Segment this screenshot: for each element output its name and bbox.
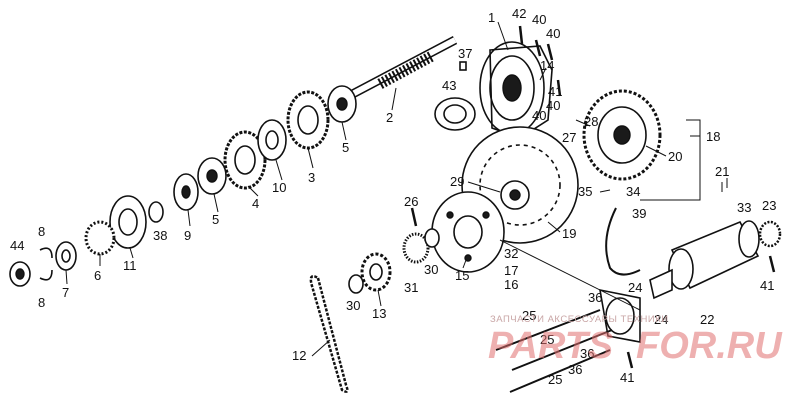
callout-5-lower: 5 bbox=[212, 212, 219, 227]
sprocket bbox=[360, 252, 392, 292]
callout-labels: 1 2 3 4 5 5 6 7 8 8 9 10 11 12 13 14 15 … bbox=[10, 6, 776, 387]
callout-30-b: 30 bbox=[346, 298, 360, 313]
callout-10: 10 bbox=[272, 180, 286, 195]
bearing bbox=[434, 97, 476, 131]
hub bbox=[431, 191, 505, 273]
callout-23: 23 bbox=[762, 198, 776, 213]
watermark-logo-left: PARTS bbox=[488, 325, 613, 367]
needle-bearing bbox=[402, 232, 430, 264]
callout-34: 34 bbox=[626, 184, 640, 199]
watermark: ЗАПЧАСТИ АКСЕССУАРЫ ТЕХНИКИ PARTS FOR.RU bbox=[488, 314, 783, 367]
watermark-tagline: ЗАПЧАСТИ АКСЕССУАРЫ ТЕХНИКИ bbox=[490, 314, 669, 325]
callout-37: 37 bbox=[458, 46, 472, 61]
callout-24-b: 24 bbox=[654, 312, 668, 327]
callout-16: 16 bbox=[504, 277, 518, 292]
starter-motor bbox=[649, 220, 760, 300]
callout-9: 9 bbox=[184, 228, 191, 243]
spring-6 bbox=[84, 220, 116, 256]
pin-37 bbox=[459, 61, 467, 71]
watermark-logo-right: FOR.RU bbox=[636, 325, 783, 367]
callout-4: 4 bbox=[252, 196, 259, 211]
callout-38: 38 bbox=[153, 228, 167, 243]
callout-39: 39 bbox=[632, 206, 646, 221]
end-cover bbox=[599, 288, 641, 343]
callout-1: 1 bbox=[488, 10, 495, 25]
callout-3: 3 bbox=[308, 170, 315, 185]
callout-13: 13 bbox=[372, 306, 386, 321]
main-shaft bbox=[342, 36, 458, 102]
callout-17: 17 bbox=[504, 263, 518, 278]
damper-5-upper bbox=[327, 85, 357, 123]
gear-4 bbox=[223, 130, 267, 190]
callout-6: 6 bbox=[94, 268, 101, 283]
drum bbox=[461, 126, 579, 244]
housing-cover bbox=[479, 41, 553, 139]
callout-35: 35 bbox=[578, 184, 592, 199]
callout-25-b: 25 bbox=[540, 332, 554, 347]
ring-38 bbox=[148, 201, 164, 223]
callout-32: 32 bbox=[504, 246, 518, 261]
callout-15: 15 bbox=[455, 268, 469, 283]
callout-8-upper: 8 bbox=[38, 224, 45, 239]
bolt-42 bbox=[518, 25, 524, 45]
washer-7 bbox=[55, 241, 77, 271]
callout-20: 20 bbox=[668, 149, 682, 164]
callout-42: 42 bbox=[512, 6, 526, 21]
callout-11: 11 bbox=[123, 258, 137, 273]
callout-26: 26 bbox=[404, 194, 418, 209]
callout-36-c: 36 bbox=[568, 362, 582, 377]
callout-40-c: 40 bbox=[546, 98, 560, 113]
bolt-40 bbox=[534, 39, 554, 61]
callout-14: 14 bbox=[540, 58, 554, 73]
bolts-25 bbox=[495, 309, 613, 393]
callout-41-b: 41 bbox=[620, 370, 634, 385]
callout-36-a: 36 bbox=[588, 290, 602, 305]
callout-12: 12 bbox=[292, 348, 306, 363]
callout-5-upper: 5 bbox=[342, 140, 349, 155]
bearing-44 bbox=[9, 261, 31, 287]
callout-19: 19 bbox=[562, 226, 576, 241]
bracket-18 bbox=[640, 119, 701, 201]
stator bbox=[582, 89, 662, 181]
callout-24-a: 24 bbox=[628, 280, 642, 295]
chain bbox=[309, 275, 349, 393]
callout-21: 21 bbox=[715, 164, 729, 179]
callout-8-lower: 8 bbox=[38, 295, 45, 310]
callout-7: 7 bbox=[62, 285, 69, 300]
callout-40-d: 40 bbox=[532, 108, 546, 123]
callout-40-a: 40 bbox=[532, 12, 546, 27]
callout-25-a: 25 bbox=[522, 308, 536, 323]
callout-41-c: 41 bbox=[548, 84, 562, 99]
callout-33: 33 bbox=[737, 200, 751, 215]
gear-23 bbox=[758, 220, 782, 248]
callout-36-b: 36 bbox=[580, 346, 594, 361]
callout-27: 27 bbox=[562, 130, 576, 145]
callout-29: 29 bbox=[450, 174, 464, 189]
callout-43: 43 bbox=[442, 78, 456, 93]
bolt-26 bbox=[410, 207, 418, 227]
bolt-41 bbox=[556, 79, 776, 369]
callout-28: 28 bbox=[584, 114, 598, 129]
gear-9 bbox=[173, 173, 199, 211]
callout-41-a: 41 bbox=[760, 278, 774, 293]
callout-18: 18 bbox=[706, 129, 720, 144]
clip-8 bbox=[39, 247, 53, 281]
callout-25-c: 25 bbox=[548, 372, 562, 387]
callout-2: 2 bbox=[386, 110, 393, 125]
washer-10 bbox=[257, 119, 287, 161]
circlip-30-a bbox=[424, 228, 440, 248]
flange-11 bbox=[109, 195, 147, 249]
callout-44: 44 bbox=[10, 238, 24, 253]
leader-lines bbox=[65, 21, 728, 357]
wire-harness bbox=[605, 207, 641, 276]
gear-3 bbox=[286, 90, 330, 150]
callout-31: 31 bbox=[404, 280, 418, 295]
callout-22: 22 bbox=[700, 312, 714, 327]
circlip-30-b bbox=[348, 274, 364, 294]
callout-30-a: 30 bbox=[424, 262, 438, 277]
callout-40-b: 40 bbox=[546, 26, 560, 41]
damper-5-lower bbox=[197, 157, 227, 195]
